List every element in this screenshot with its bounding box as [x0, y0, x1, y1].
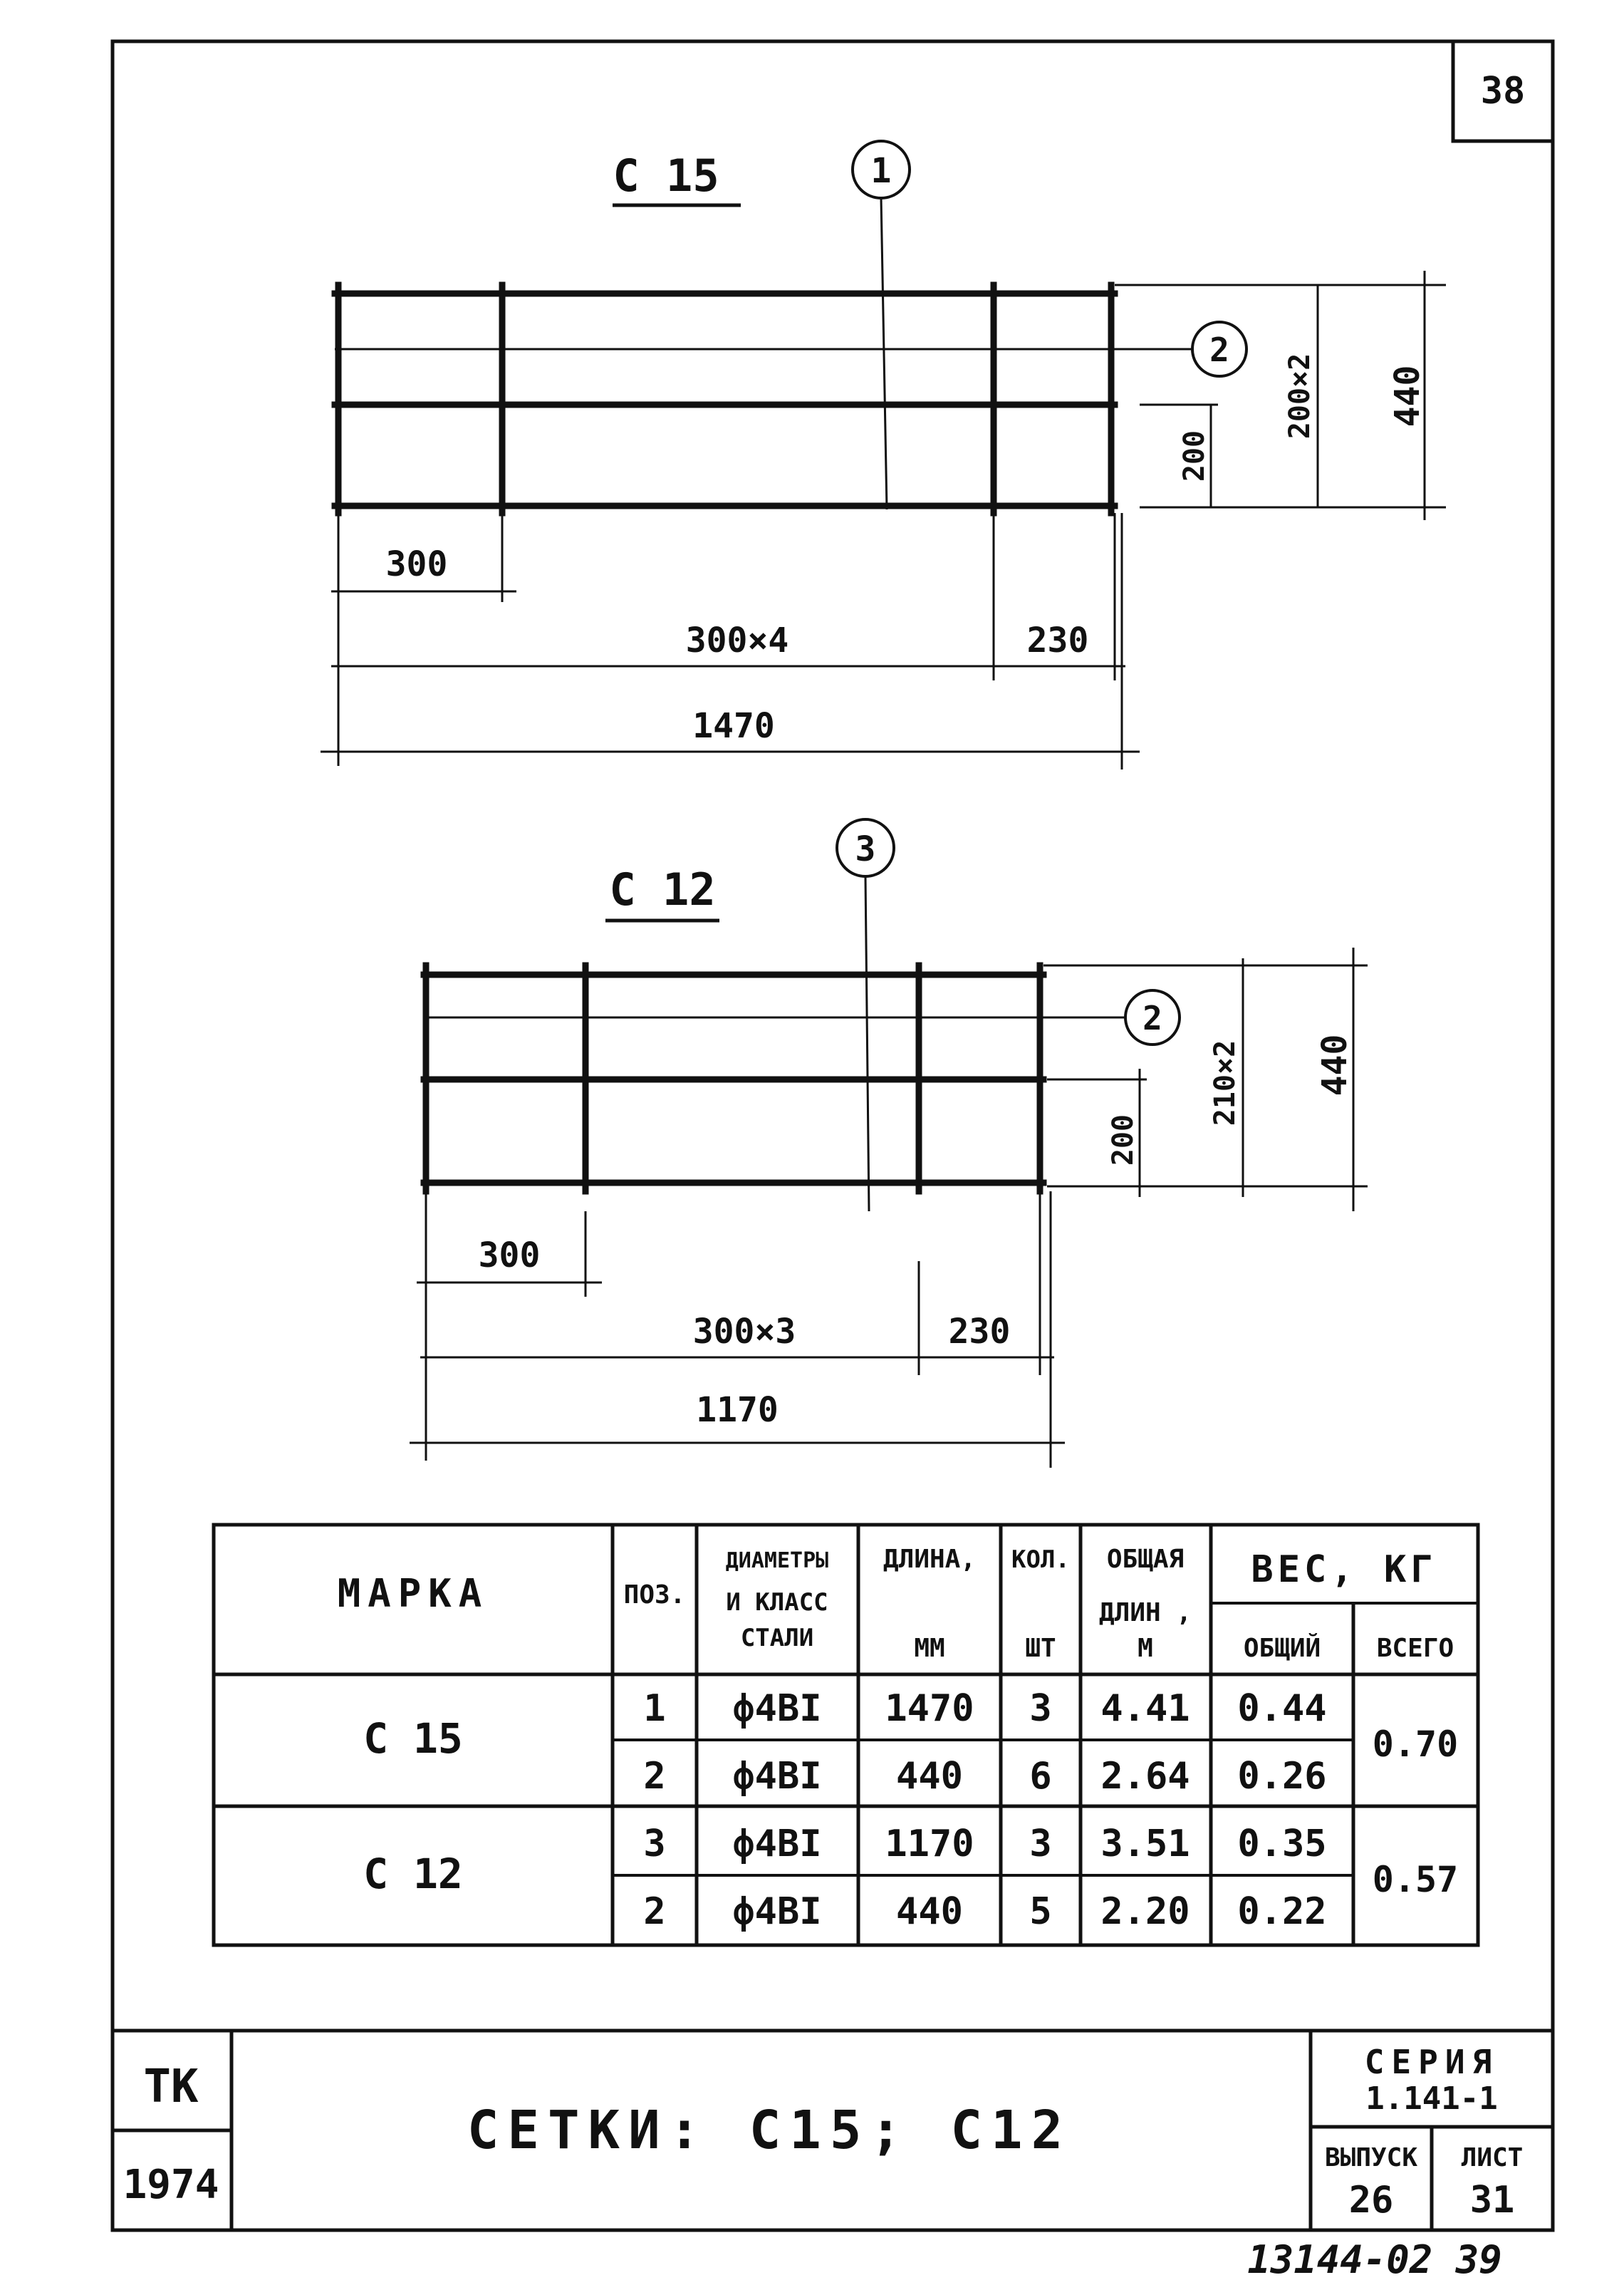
- header-diameter-2: И КЛАСС: [726, 1588, 828, 1617]
- dimension-span-chain: 300×3: [693, 1312, 796, 1352]
- header-length-1: ДЛИНА,: [883, 1545, 976, 1574]
- dimension-end-span: 230: [949, 1312, 1011, 1352]
- svg-text:3: 3: [643, 1823, 665, 1865]
- svg-text:0.35: 0.35: [1237, 1823, 1326, 1865]
- header-total-length-1: ОБЩАЯ: [1107, 1545, 1184, 1574]
- series-value: 1.141-1: [1365, 2080, 1497, 2117]
- header-pos: ПОЗ.: [624, 1580, 686, 1610]
- sheet-number-box: 38: [1451, 39, 1555, 143]
- header-qty-1: КОЛ.: [1011, 1545, 1070, 1574]
- svg-text:3.51: 3.51: [1100, 1823, 1190, 1865]
- header-mark: МАРКА: [338, 1571, 489, 1616]
- header-total-length-2: ДЛИН ,: [1099, 1598, 1192, 1627]
- svg-text:0.22: 0.22: [1237, 1890, 1326, 1933]
- svg-text:1170: 1170: [885, 1823, 974, 1865]
- svg-text:440: 440: [896, 1890, 963, 1933]
- drawing-c15: С 15 1 2 200 200×2 440: [321, 140, 1446, 770]
- dimension-first-span: 300: [386, 544, 448, 584]
- year-label: 1974: [123, 2162, 219, 2208]
- header-qty-2: ШТ: [1025, 1634, 1056, 1663]
- series-label: СЕРИЯ: [1365, 2043, 1499, 2081]
- position-label: 2: [1142, 999, 1162, 1037]
- svg-text:3: 3: [1029, 1687, 1051, 1730]
- position-label: 2: [1209, 331, 1229, 369]
- dimension-total-height: 440: [1388, 366, 1427, 428]
- svg-text:ф4ВI: ф4ВI: [732, 1687, 821, 1730]
- table-row: 2 ф4ВI 440 5 2.20 0.22: [643, 1890, 1326, 1933]
- dimension-total-height: 440: [1315, 1035, 1355, 1097]
- dimension-end-span: 230: [1027, 621, 1089, 660]
- dimension-first-span: 300: [479, 1235, 541, 1275]
- svg-text:1: 1: [643, 1687, 665, 1730]
- svg-text:1470: 1470: [885, 1687, 974, 1730]
- svg-text:ф4ВI: ф4ВI: [732, 1755, 821, 1798]
- header-length-2: ММ: [914, 1634, 944, 1663]
- table-mark-c12: С 12: [363, 1850, 463, 1898]
- position-label: 1: [871, 151, 892, 191]
- issue-label: ВЫПУСК: [1325, 2143, 1417, 2172]
- table-total-weight: 0.70: [1373, 1724, 1458, 1765]
- issue-value: 26: [1349, 2179, 1394, 2222]
- svg-text:440: 440: [896, 1755, 963, 1798]
- header-total-length-3: М: [1138, 1634, 1153, 1663]
- dimension-total-length: 1470: [692, 706, 775, 746]
- table-total-weight: 0.57: [1373, 1859, 1458, 1900]
- sheet-frame: [110, 39, 1555, 2232]
- dimension-bottom-span: 200: [1107, 1114, 1140, 1166]
- header-weight-total: ОБЩИЙ: [1244, 1633, 1321, 1663]
- table-mark-c15: С 15: [363, 1714, 463, 1763]
- svg-text:2.20: 2.20: [1100, 1890, 1190, 1933]
- position-label: 3: [855, 829, 876, 869]
- header-diameter-1: ДИАМЕТРЫ: [726, 1548, 829, 1573]
- svg-text:ф4ВI: ф4ВI: [732, 1890, 821, 1933]
- svg-text:ф4ВI: ф4ВI: [732, 1823, 821, 1865]
- title-block: ТК 1974 СЕТКИ: С15; С12 СЕРИЯ 1.141-1 ВЫ…: [113, 2028, 1553, 2230]
- header-weight: ВЕС, КГ: [1251, 1548, 1437, 1591]
- table-row: 2 ф4ВI 440 6 2.64 0.26: [643, 1755, 1326, 1798]
- dimension-bottom-span: 200: [1178, 430, 1211, 482]
- svg-text:3: 3: [1029, 1823, 1051, 1865]
- spec-table: МАРКА ПОЗ. ДИАМЕТРЫ И КЛАСС СТАЛИ ДЛИНА,…: [212, 1523, 1480, 1947]
- sheet-number: 38: [1481, 70, 1526, 113]
- svg-text:2: 2: [643, 1890, 665, 1933]
- org-label: ТК: [143, 2061, 199, 2113]
- svg-text:4.41: 4.41: [1100, 1687, 1190, 1730]
- table-row: 1 ф4ВI 1470 3 4.41 0.44: [643, 1687, 1326, 1730]
- drawing-title-c12: С 12: [609, 864, 715, 916]
- drawing-c12: С 12 3 2 200 210×2 440: [410, 818, 1368, 1468]
- svg-text:0.26: 0.26: [1237, 1755, 1326, 1798]
- svg-text:2: 2: [643, 1755, 665, 1798]
- dimension-span-vertical: 200×2: [1284, 353, 1316, 439]
- table-row: 3 ф4ВI 1170 3 3.51 0.35: [643, 1823, 1326, 1865]
- header-weight-all: ВСЕГО: [1377, 1634, 1454, 1663]
- drawing-title-c15: С 15: [613, 150, 719, 202]
- dimension-span-vertical: 210×2: [1209, 1040, 1242, 1126]
- dimension-total-length: 1170: [696, 1390, 779, 1430]
- dimension-span-chain: 300×4: [686, 621, 789, 660]
- svg-text:5: 5: [1029, 1890, 1051, 1933]
- sheet-value: 31: [1470, 2179, 1515, 2222]
- sheet-title: СЕТКИ: С15; С12: [467, 2100, 1071, 2161]
- position-callout-2: [1191, 321, 1248, 378]
- sheet-label: ЛИСТ: [1462, 2143, 1524, 2172]
- svg-text:0.44: 0.44: [1237, 1687, 1326, 1730]
- svg-text:2.64: 2.64: [1100, 1755, 1190, 1798]
- archive-stamp-number: 13144-02 39: [1247, 2237, 1502, 2280]
- position-callout-2: [1124, 989, 1181, 1046]
- header-diameter-3: СТАЛИ: [741, 1624, 813, 1652]
- svg-text:6: 6: [1029, 1755, 1051, 1798]
